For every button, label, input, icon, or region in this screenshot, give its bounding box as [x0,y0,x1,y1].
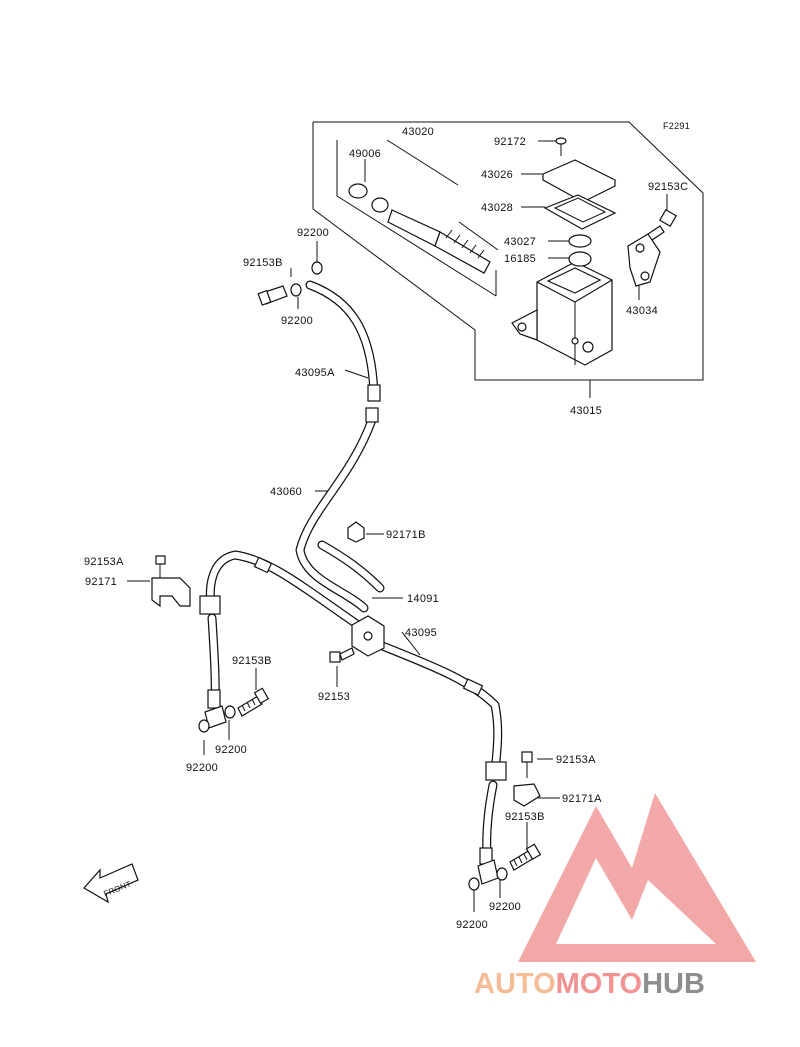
watermark-logo: AUTOMOTOHUB [474,793,756,1000]
plate-43027 [568,234,592,248]
label-16185: 16185 [504,253,536,265]
brake-hoses [205,280,503,860]
watermark-auto: AUTO [474,968,556,1000]
bolt-92153 [329,647,355,663]
washer-92200-b [290,283,302,297]
banjo-bolt-92153B-upper [257,285,288,306]
washer-92200-e [468,877,480,891]
label-92200-c: 92200 [215,744,247,756]
label-92200-e: 92200 [489,901,521,913]
diaphragm-43028 [543,194,617,230]
watermark-moto: MOTO [556,968,642,1000]
label-14091: 14091 [407,593,439,605]
label-43015: 43015 [570,405,602,417]
label-49006: 49006 [349,148,381,160]
banjo-bolt-92153B-left [237,687,270,717]
assembly-outline-43015 [312,121,704,398]
label-92153C: 92153C [648,181,688,193]
label-92200-f: 92200 [456,919,488,931]
watermark-hub: HUB [642,968,705,1000]
label-92153: 92153 [318,691,350,703]
label-92153B-right: 92153B [505,811,545,823]
banjo-bolt-92153B-right [509,843,542,871]
label-92172: 92172 [494,136,526,148]
grommet-16185 [568,251,592,267]
label-92153B-upper: 92153B [243,257,283,269]
three-way-joint-14091 [351,615,385,657]
bracket-92171 [151,577,191,608]
label-43026: 43026 [481,169,513,181]
label-43095A: 43095A [295,367,335,379]
label-92171B: 92171B [386,529,426,541]
label-92171: 92171 [85,576,117,588]
washer-92200-a [311,261,323,275]
part-labels: 43020 92172 49006 43026 92153C 43028 922… [84,126,688,931]
washer-92200-f [496,867,508,881]
reservoir-cap-43026 [541,159,617,203]
label-92153A-left: 92153A [84,556,124,568]
label-92171A: 92171A [562,793,602,805]
watermark-triangle-icon [518,793,756,962]
grommet-92171B [347,521,365,543]
label-43027: 43027 [504,236,536,248]
washer-92200-d [224,705,236,719]
label-92200-b: 92200 [281,315,313,327]
label-43034: 43034 [626,305,658,317]
bolt-92153A-left [155,555,166,578]
label-43020: 43020 [402,126,434,138]
piston-kit-43020 [348,183,491,274]
label-43095: 43095 [405,627,437,639]
label-92153A-right: 92153A [556,754,596,766]
figure-code: F2291 [663,121,690,131]
master-cylinder-43015 [511,261,613,366]
screw-92172 [555,137,567,156]
label-92200-d: 92200 [186,762,218,774]
label-43028: 43028 [481,202,513,214]
bracket-92171A [513,783,541,807]
label-92153B-left: 92153B [232,655,272,667]
label-43060: 43060 [270,486,302,498]
hose-fittings [199,384,507,885]
front-arrow-icon: FRONT [83,863,139,904]
washer-92200-c [198,719,210,733]
bolt-92153A-right [521,751,533,778]
clamp-43034 [627,233,661,287]
label-92200-a: 92200 [297,227,329,239]
watermark-text: AUTOMOTOHUB [474,968,705,1000]
